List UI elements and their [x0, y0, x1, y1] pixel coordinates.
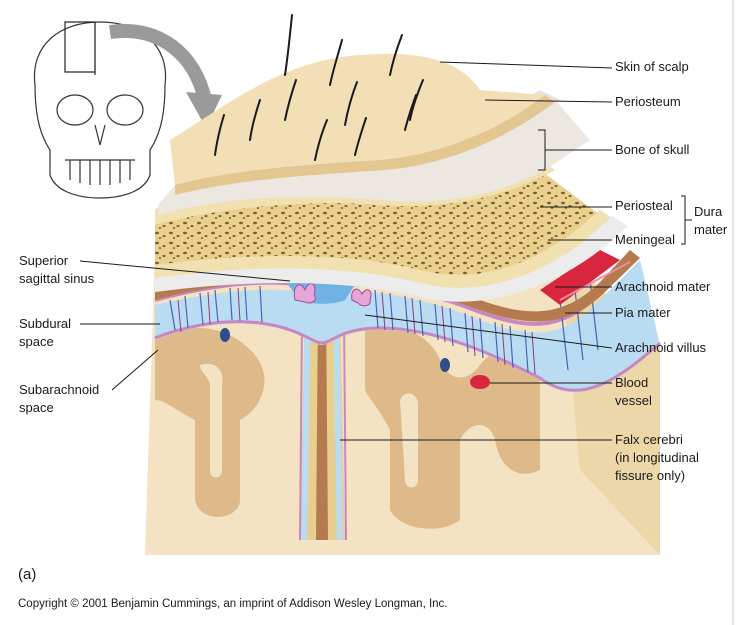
label-subarachnoid-space: Subarachnoid space — [19, 381, 99, 417]
label-periosteum: Periosteum — [615, 93, 681, 111]
label-subdural-space: Subdural space — [19, 315, 71, 351]
label-meningeal: Meningeal — [615, 231, 675, 249]
label-arachnoid-villus: Arachnoid villus — [615, 339, 706, 357]
label-falx-cerebri: Falx cerebri (in longitudinal fissure on… — [615, 431, 699, 485]
label-periosteal: Periosteal — [615, 197, 673, 215]
label-bone-of-skull: Bone of skull — [615, 141, 689, 159]
label-pia-mater: Pia mater — [615, 304, 671, 322]
label-superior-sagittal-sinus: Superior sagittal sinus — [19, 252, 94, 288]
panel-label: (a) — [18, 566, 36, 583]
label-blood-vessel: Blood vessel — [615, 374, 652, 410]
copyright-text: Copyright © 2001 Benjamin Cummings, an i… — [18, 598, 448, 610]
skull-thumbnail-icon — [34, 22, 165, 198]
label-skin-of-scalp: Skin of scalp — [615, 58, 689, 76]
label-dura-mater: Dura mater — [694, 203, 727, 239]
label-arachnoid-mater: Arachnoid mater — [615, 278, 710, 296]
